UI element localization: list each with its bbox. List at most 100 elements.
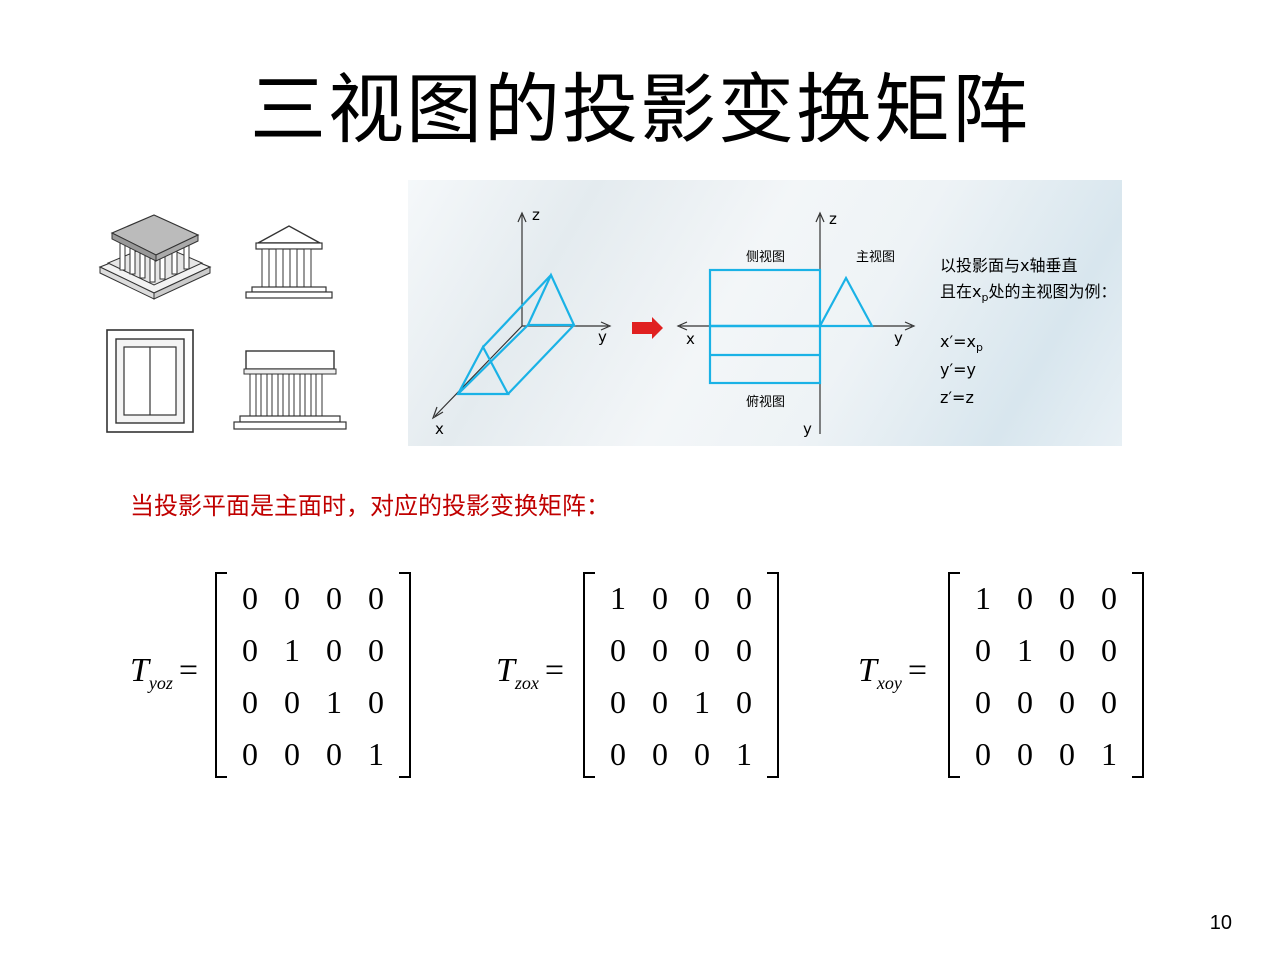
note-line-2-suffix: 处的主视图为例：	[988, 282, 1117, 301]
equation-z: z′=z	[940, 388, 974, 407]
matrix-cell: 0	[610, 632, 626, 668]
matrix-cell: 0	[284, 736, 300, 772]
matrix-zox-equals: =	[544, 652, 565, 689]
matrix-xoy-grid: 1 0 0 0 0 1 0 0 0 0 0 0 0 0 0 1	[962, 572, 1130, 778]
matrix-cell: 0	[284, 580, 300, 616]
page-title: 三视图的投影变换矩阵	[250, 65, 1030, 154]
note-line-2-prefix: 且在x	[940, 282, 982, 301]
matrix-cell: 1	[1101, 736, 1117, 772]
matrix-cell: 0	[326, 632, 342, 668]
matrix-cell: 0	[652, 736, 668, 772]
matrix-right-bracket	[1132, 572, 1144, 778]
matrix-cell: 0	[652, 580, 668, 616]
matrix-yoz-subscript: yoz	[148, 673, 173, 693]
matrix-cell: 1	[368, 736, 384, 772]
equation-x: x′=xp	[940, 332, 983, 354]
matrix-zox-grid: 1 0 0 0 0 0 0 0 0 0 1 0 0 0 0 1	[597, 572, 765, 778]
matrix-yoz-symbol: T	[130, 652, 149, 689]
page-number: 10	[1209, 912, 1232, 934]
matrix-cell: 0	[694, 632, 710, 668]
matrix-cell: 0	[694, 580, 710, 616]
prism-shape	[456, 272, 576, 396]
matrix-cell: 0	[1017, 684, 1033, 720]
matrix-cell: 0	[242, 632, 258, 668]
matrix-cell: 1	[736, 736, 752, 772]
matrix-cell: 0	[1101, 684, 1117, 720]
matrix-left-bracket	[948, 572, 960, 778]
matrix-zox: 1 0 0 0 0 0 0 0 0 0 1 0 0 0 0 1	[583, 572, 779, 778]
left-z-axis-label: z	[532, 206, 540, 224]
matrix-cell: 0	[1059, 736, 1075, 772]
right-x-axis-label: x	[686, 330, 695, 348]
matrix-cell: 0	[975, 736, 991, 772]
right-z-axis-label: z	[829, 210, 837, 228]
matrix-caption: 当投影平面是主面时，对应的投影变换矩阵：	[130, 492, 610, 520]
matrix-xoy-symbol: T	[858, 652, 877, 689]
matrix-cell: 0	[242, 580, 258, 616]
matrix-zox-label: Tzox=	[496, 652, 564, 694]
matrix-cell: 1	[975, 580, 991, 616]
matrix-cell: 0	[284, 684, 300, 720]
matrix-cell: 1	[326, 684, 342, 720]
side-view-label: 侧视图	[746, 250, 786, 265]
matrix-xoy-equals: =	[907, 652, 928, 689]
matrix-right-bracket	[399, 572, 411, 778]
matrix-cell: 0	[975, 684, 991, 720]
matrix-cell: 0	[326, 736, 342, 772]
matrix-cell: 1	[1017, 632, 1033, 668]
matrix-left-bracket	[215, 572, 227, 778]
matrix-cell: 0	[1101, 632, 1117, 668]
temple-side-view	[233, 350, 347, 430]
left-axes	[431, 211, 612, 420]
matrix-cell: 0	[1059, 684, 1075, 720]
matrix-cell: 1	[284, 632, 300, 668]
matrix-cell: 0	[694, 736, 710, 772]
matrix-cell: 0	[736, 684, 752, 720]
transform-arrow-icon	[632, 317, 663, 339]
matrix-cell: 0	[1059, 632, 1075, 668]
matrix-cell: 0	[1017, 580, 1033, 616]
matrix-cell: 0	[1017, 736, 1033, 772]
matrix-cell: 0	[368, 580, 384, 616]
matrix-cell: 0	[610, 736, 626, 772]
matrix-cell: 0	[368, 632, 384, 668]
matrix-cell: 0	[368, 684, 384, 720]
matrix-cell: 0	[242, 684, 258, 720]
matrix-zox-symbol: T	[496, 652, 515, 689]
matrix-cell: 0	[326, 580, 342, 616]
projection-diagram-drawing	[431, 211, 916, 434]
matrix-yoz-label: Tyoz=	[130, 652, 198, 694]
matrix-xoy: 1 0 0 0 0 1 0 0 0 0 0 0 0 0 0 1	[948, 572, 1144, 778]
note-line-2-subscript: p	[981, 291, 989, 305]
left-y-axis-label: y	[598, 328, 607, 346]
matrix-cell: 0	[242, 736, 258, 772]
matrix-cell: 0	[652, 684, 668, 720]
matrix-cell: 0	[975, 632, 991, 668]
note-line-1: 以投影面与x轴垂直	[940, 256, 1078, 275]
temple-top-view	[106, 329, 194, 433]
left-x-axis-label: x	[435, 420, 444, 438]
matrix-xoy-label: Txoy=	[858, 652, 927, 694]
matrix-cell: 0	[610, 684, 626, 720]
front-view-label: 主视图	[856, 250, 896, 265]
matrix-xoy-subscript: xoy	[876, 673, 902, 693]
temple-three-views-illustration	[92, 205, 362, 440]
equation-x-text: x′=x	[940, 332, 976, 351]
matrix-cell: 1	[610, 580, 626, 616]
matrix-cell: 0	[736, 632, 752, 668]
matrix-cell: 0	[652, 632, 668, 668]
equation-x-subscript: p	[975, 341, 983, 355]
matrix-yoz: 0 0 0 0 0 1 0 0 0 0 1 0 0 0 0 1	[215, 572, 411, 778]
temple-isometric-view	[98, 214, 212, 300]
matrix-right-bracket	[767, 572, 779, 778]
matrix-cell: 1	[694, 684, 710, 720]
matrix-zox-subscript: zox	[514, 673, 539, 693]
top-view-label: 俯视图	[746, 395, 786, 410]
equation-y: y′=y	[940, 360, 976, 379]
matrix-cell: 0	[1059, 580, 1075, 616]
right-y-horizontal-axis-label: y	[894, 329, 903, 347]
projection-diagram: z y x z x y y 侧视图 主视图 俯视图 以投影面与x轴垂直 且在xp…	[408, 180, 1122, 446]
matrix-cell: 0	[1101, 580, 1117, 616]
right-y-vertical-axis-label: y	[803, 420, 812, 438]
matrix-left-bracket	[583, 572, 595, 778]
